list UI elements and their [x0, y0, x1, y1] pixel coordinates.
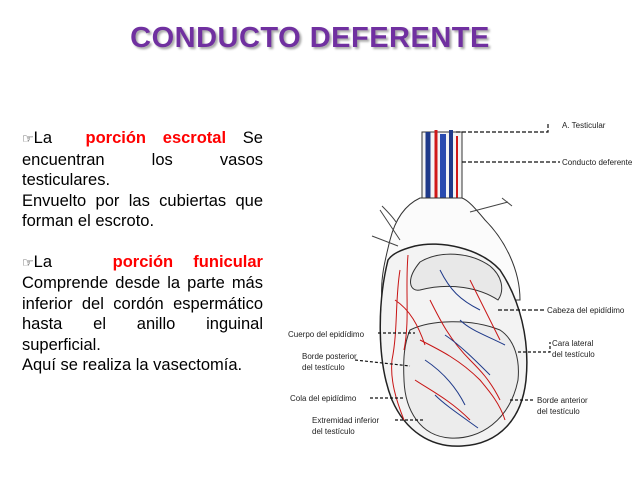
label-a-testicular: A. Testicular: [562, 121, 606, 130]
body-text: ☞La porción escrotal Se encuentran los v…: [22, 128, 263, 376]
leader-lines: [354, 122, 560, 421]
pointing-hand-icon: ☞: [22, 254, 34, 270]
label-cuerpo-epididimo: Cuerpo del epidídimo: [288, 330, 365, 339]
highlight-porcion-escrotal: porción escrotal: [85, 129, 227, 147]
label-extremidad-inferior: Extremidad inferior: [312, 416, 379, 425]
paragraph-lead: La: [33, 252, 53, 271]
label-extremidad-inferior-2: del testículo: [312, 427, 355, 436]
label-conducto-deferente: Conducto deferente: [562, 158, 633, 167]
label-cara-lateral-2: del testículo: [552, 350, 595, 359]
label-borde-anterior: Borde anterior: [537, 396, 588, 405]
paragraph-line: Envuelto por las cubiertas que forman el…: [22, 191, 263, 231]
testis-body: [379, 243, 528, 447]
label-cara-lateral: Cara lateral: [552, 339, 594, 348]
paragraph-lead: La: [33, 129, 53, 147]
paragraph-funicular: ☞La porción funicular Comprende desde la…: [22, 252, 263, 376]
paragraph-escrotal: ☞La porción escrotal Se encuentran los v…: [22, 128, 263, 232]
slide-title: CONDUCTO DEFERENTE: [130, 22, 490, 54]
paragraph-line: Aquí se realiza la vasectomía.: [22, 356, 243, 374]
pointing-hand-icon: ☞: [22, 131, 34, 146]
highlight-porcion-funicular: porción funicular: [112, 252, 263, 271]
label-borde-posterior-2: del testículo: [302, 363, 345, 372]
spermatic-cord: [421, 130, 463, 199]
label-borde-anterior-2: del testículo: [537, 407, 580, 416]
label-cabeza-epididimo: Cabeza del epidídimo: [547, 306, 625, 315]
label-borde-posterior: Borde posterior: [302, 352, 357, 361]
testis-diagram: A. Testicular Conducto deferente Cabeza …: [288, 121, 633, 447]
paragraph-line: Se encuentran los vasos testiculares.: [22, 129, 263, 189]
paragraph-line: Comprende desde la parte más inferior de…: [22, 274, 263, 354]
label-cola-epididimo: Cola del epidídimo: [290, 394, 357, 403]
